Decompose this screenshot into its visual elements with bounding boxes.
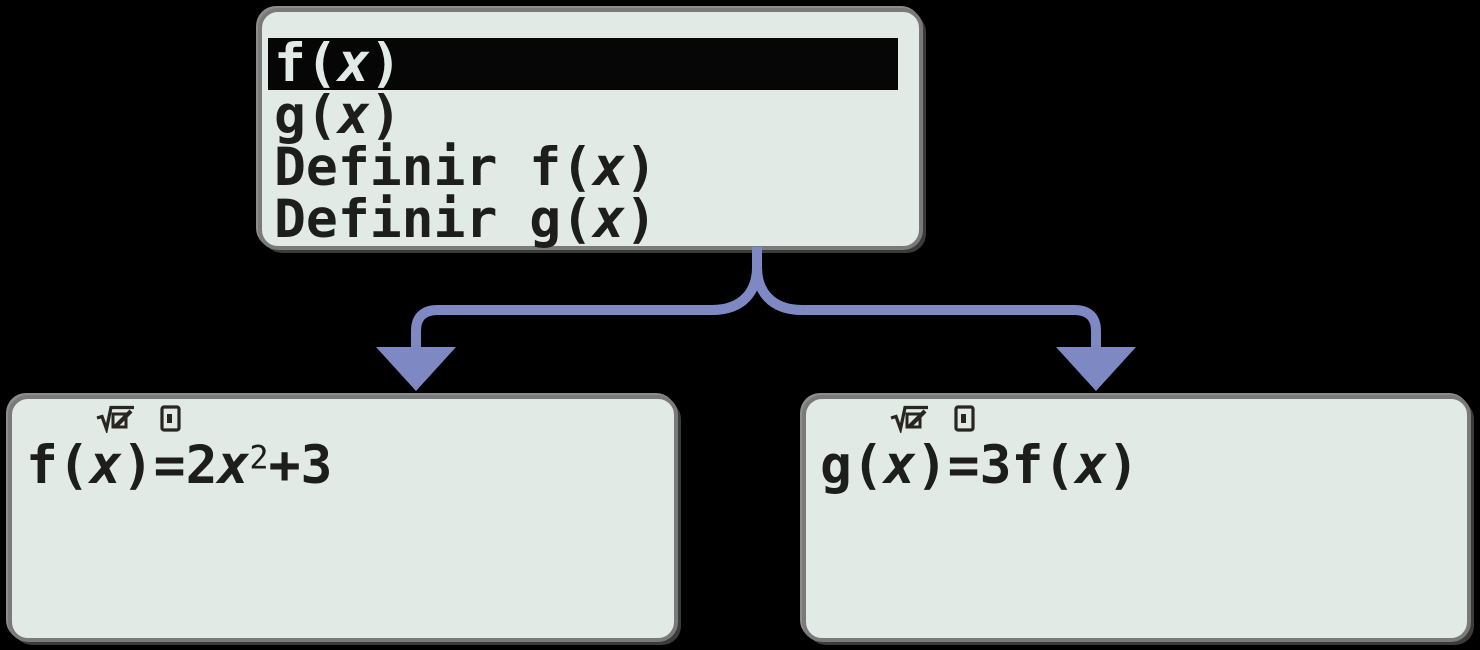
branch-arrow-right (752, 266, 1101, 348)
menu-item-label: g(x) (274, 85, 402, 146)
function-menu-screen: f(x) g(x) Definir f(x) Definir g(x) (258, 8, 923, 250)
gx-definition-screen: g(x)=3f(x) (802, 395, 1471, 642)
menu-item-label: f(x) (274, 33, 402, 94)
status-bar (890, 405, 975, 435)
fx-formula: f(x)=2x2+3 (26, 435, 333, 496)
math-io-icon (96, 405, 138, 435)
battery-icon (954, 405, 975, 432)
gx-formula: g(x)=3f(x) (820, 435, 1140, 496)
menu-item-define-gx[interactable]: Definir g(x) (268, 193, 913, 246)
fx-formula-line: f(x)=2x2+3 (26, 435, 332, 496)
battery-icon (160, 405, 181, 432)
menu-item-fx[interactable]: f(x) (268, 37, 898, 90)
arrowhead-right (1056, 347, 1136, 391)
menu-item-gx[interactable]: g(x) (268, 89, 913, 142)
math-io-icon (890, 405, 932, 435)
branch-arrow-left (411, 266, 762, 348)
arrowhead-left (376, 347, 456, 391)
menu-item-define-fx[interactable]: Definir f(x) (268, 141, 913, 194)
gx-formula-line: g(x)=3f(x) (820, 435, 1139, 496)
menu-item-label: Definir f(x) (274, 137, 657, 198)
status-bar (96, 405, 181, 435)
function-menu-list: f(x) g(x) Definir f(x) Definir g(x) (268, 37, 913, 246)
fx-definition-screen: f(x)=2x2+3 (8, 395, 678, 642)
menu-item-label: Definir g(x) (274, 189, 657, 250)
